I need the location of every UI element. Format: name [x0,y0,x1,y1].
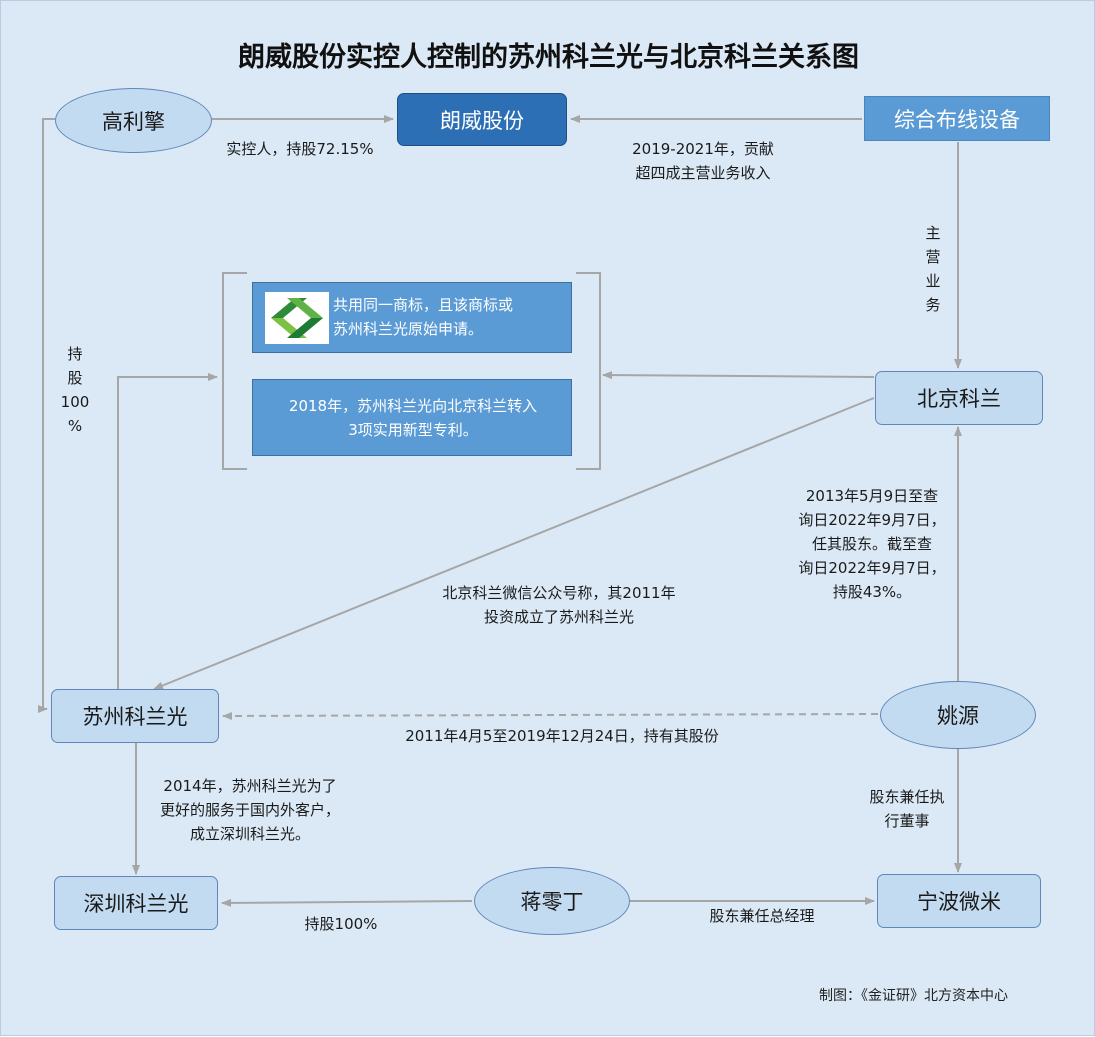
info-trademark-text: 共用同一商标，且该商标或 苏州科兰光原始申请。 [333,296,514,338]
node-beijing-kelan[interactable]: 北京科兰 [875,371,1043,425]
edge-yao-to-suzhou [222,711,879,720]
info-box-patents: 2018年，苏州科兰光向北京科兰转入 3项实用新型专利。 [252,379,572,456]
label-shenzhen-founded: 2014年，苏州科兰光为了 更好的服务于国内外客户， 成立深圳科兰光。 [159,777,340,843]
node-gao-liqing[interactable]: 高利擎 [55,88,212,153]
edge-jiang-to-shenzhen [221,898,473,907]
diagram-title: 朗威股份实控人控制的苏州科兰光与北京科兰关系图 [238,42,859,73]
label-jiang-hold: 持股100% [304,915,378,933]
info-patents-text: 2018年，苏州科兰光向北京科兰转入 3项实用新型专利。 [288,397,538,439]
info-box-trademark: 共用同一商标，且该商标或 苏州科兰光原始申请。 [252,282,572,353]
group-bracket-right [576,272,601,470]
label-yao-director: 股东兼任执 行董事 [869,788,945,830]
label-yao-hold-period: 2011年4月5至2019年12月24日，持有其股份 [405,727,719,745]
label-revenue: 2019-2021年，贡献 超四成主营业务收入 [632,140,774,182]
node-langwei[interactable]: 朗威股份 [397,93,567,146]
edge-suzhou-to-group [117,373,218,689]
node-ningbo-weimi[interactable]: 宁波微米 [877,874,1041,928]
edge-beijing-to-group [602,371,875,380]
node-suzhou-kelanguang[interactable]: 苏州科兰光 [51,689,219,743]
label-wechat-investment: 北京科兰微信公众号称，其2011年 投资成立了苏州科兰光 [442,584,676,626]
edge-beijing-to-suzhou [153,397,875,690]
node-jiang-lingding[interactable]: 蒋零丁 [474,867,630,935]
label-controller: 实控人，持股72.15% [226,140,374,158]
chart-credit: 制图：《金证研》北方资本中心 [819,988,1008,1004]
group-bracket-left [222,272,247,470]
label-hold-100-vertical: 持 股 100 % [60,345,90,435]
node-shenzhen-kelanguang[interactable]: 深圳科兰光 [54,876,218,930]
label-beijing-shareholder: 2013年5月9日至查 询日2022年9月7日， 任其股东。截至查 询日2022… [798,487,946,601]
trademark-logo-icon [265,292,329,344]
label-jiang-manager: 股东兼任总经理 [709,907,815,925]
label-main-business: 主 营 业 务 [925,224,941,314]
node-zonghe-buxian[interactable]: 综合布线设备 [864,96,1050,141]
edge-gao-to-suzhou [38,118,55,713]
node-yao-yuan[interactable]: 姚源 [880,681,1036,749]
